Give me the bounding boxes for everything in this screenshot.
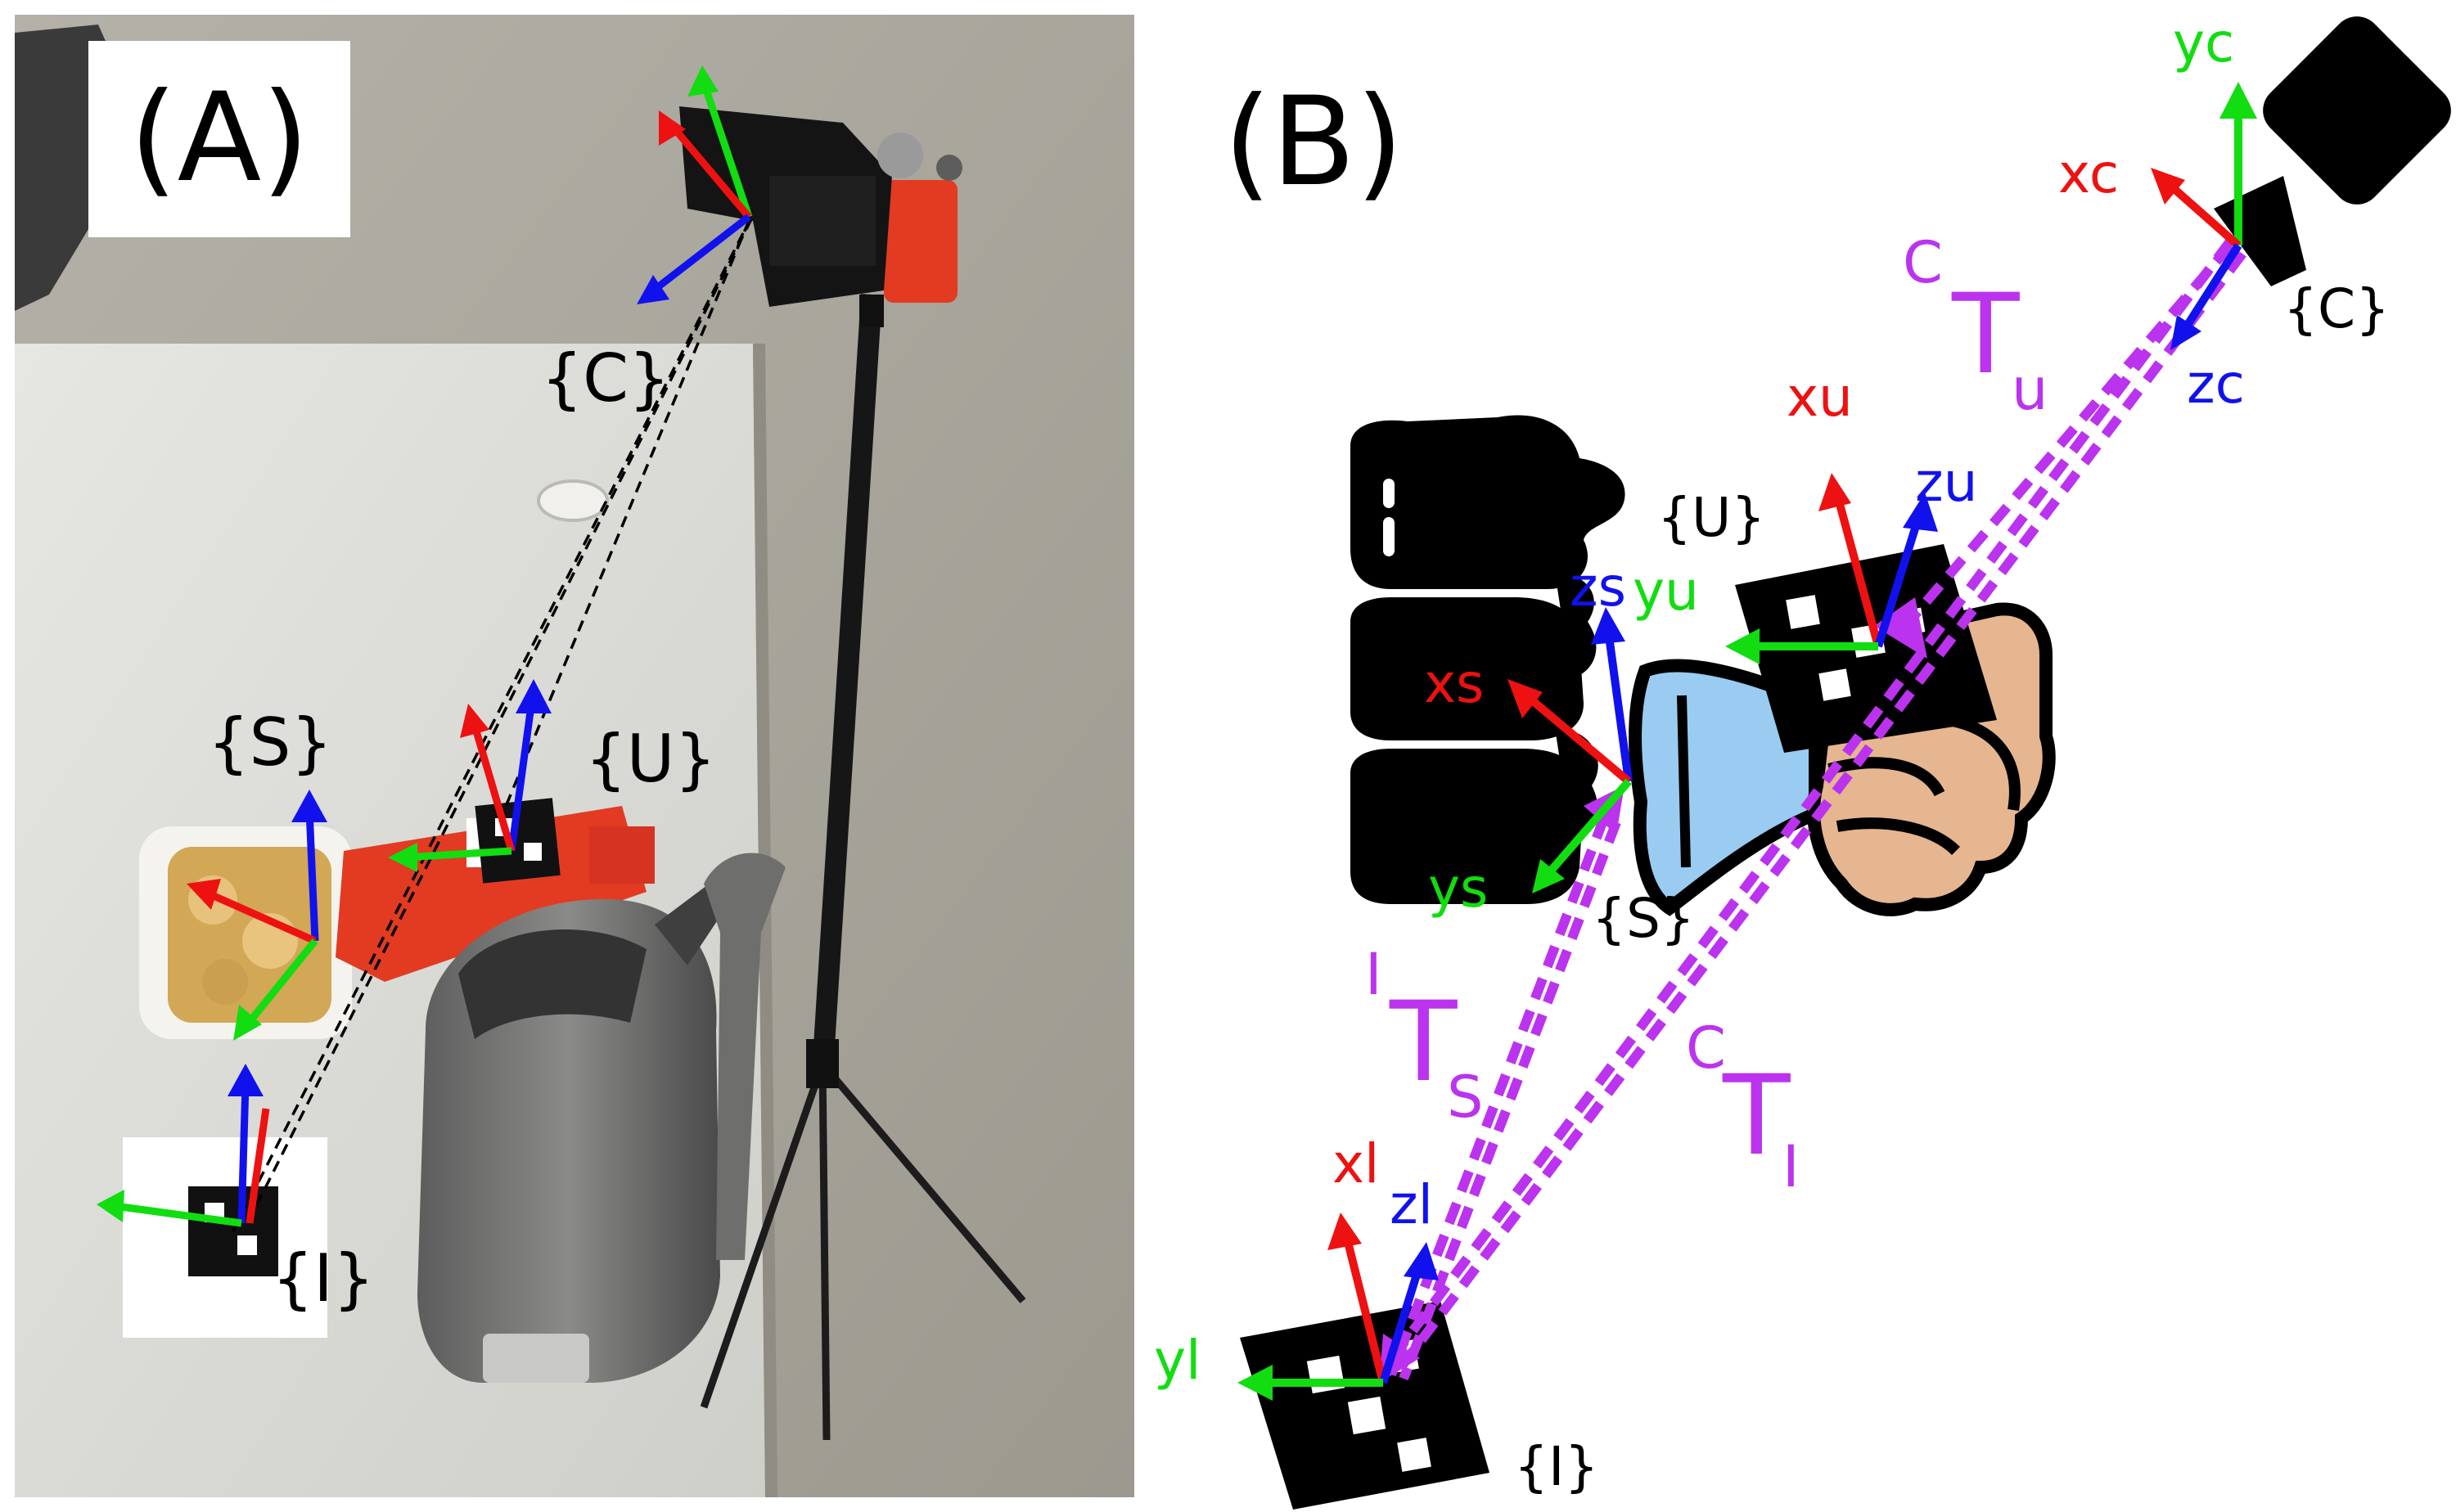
transform-label-i-t-s: I T S <box>1365 941 1483 1131</box>
transform-lines <box>1379 238 2246 1381</box>
axes-s <box>1507 607 1633 893</box>
photo-label-u: {U} <box>585 721 716 797</box>
panel-a: (A) {C} {S} {U} {I} <box>15 15 1134 1497</box>
photo-label-c: {C} <box>541 340 670 416</box>
panel-b: (B) <box>1154 11 2451 1510</box>
transform-label-c-t-i: C T I <box>1686 1015 1800 1200</box>
c-t-i-super: C <box>1686 1015 1726 1082</box>
c-t-i-base: T <box>1722 1051 1791 1180</box>
axis-label-xc: xc <box>2058 142 2119 205</box>
axes-c <box>2151 82 2257 350</box>
axes-u <box>1725 473 1938 664</box>
panel-a-label-box <box>88 41 350 237</box>
i-t-s-super: I <box>1365 941 1382 1008</box>
frame-label-i: {I} <box>1514 1435 1598 1498</box>
frame-label-c: {C} <box>2283 277 2390 340</box>
c-t-u-super: C <box>1903 229 1943 296</box>
transform-arrowhead-u <box>1874 597 1927 659</box>
i-t-s-sub: S <box>1447 1064 1483 1131</box>
c-t-i-sub: I <box>1782 1133 1800 1200</box>
axis-label-ys: ys <box>1428 857 1488 920</box>
axis-label-xs: xs <box>1424 652 1484 715</box>
transform-label-c-t-u: C T u <box>1903 229 2048 423</box>
axis-label-yc: yc <box>2173 11 2234 74</box>
axis-label-xu: xu <box>1787 366 1853 429</box>
photo-axes <box>97 65 753 1227</box>
frame-label-s: {S} <box>1592 887 1695 950</box>
axis-label-yl: yl <box>1154 1329 1201 1392</box>
marker-i-icon <box>1240 1301 1489 1510</box>
photo-dashed-lines <box>232 218 753 1232</box>
axis-label-zl: zl <box>1390 1173 1433 1236</box>
vertebrae-icon <box>1350 415 1625 904</box>
c-t-u-base: T <box>1951 270 2020 398</box>
axis-label-yu: yu <box>1633 560 1699 623</box>
axis-label-zs: zs <box>1570 556 1626 619</box>
photo-tripod <box>700 180 1026 1441</box>
axis-label-zu: zu <box>1915 451 1977 514</box>
axes-i <box>1237 1213 1439 1401</box>
photo-spine-phantom <box>139 826 352 1039</box>
camera-icon <box>2214 16 2451 286</box>
c-t-u-sub: u <box>2012 356 2048 423</box>
photo-haptic-device <box>417 853 786 1383</box>
axis-label-xl: xl <box>1332 1132 1379 1195</box>
axis-label-zc: zc <box>2187 353 2245 416</box>
photo-label-i: {I} <box>272 1240 374 1316</box>
photo-label-s: {S} <box>208 704 333 781</box>
i-t-s-base: T <box>1389 978 1458 1106</box>
photo-cable-hole <box>537 479 609 522</box>
panel-a-label: (A) <box>129 67 309 209</box>
frame-label-u: {U} <box>1657 486 1765 549</box>
panel-b-label: (B) <box>1223 71 1404 214</box>
